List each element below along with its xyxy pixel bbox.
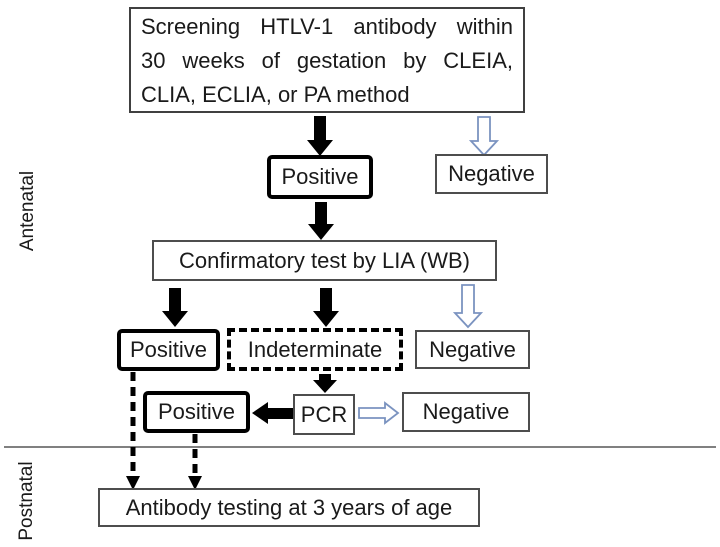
screening-text-line3: CLIA, ECLIA, or PA method bbox=[141, 82, 410, 107]
confirmatory-positive-box: Positive bbox=[117, 329, 220, 371]
antenatal-section-label: Antenatal bbox=[17, 170, 38, 252]
confirmatory-test-box: Confirmatory test by LIA (WB) bbox=[152, 240, 497, 281]
confirmatory-negative-box: Negative bbox=[415, 330, 530, 369]
arrow-indeterminate-to-pcr bbox=[313, 374, 337, 393]
arrow-positive-to-confirmatory bbox=[308, 202, 334, 240]
hollow-arrow-confirmatory-to-negative bbox=[452, 284, 484, 329]
arrow-screening-to-positive bbox=[307, 116, 333, 156]
pcr-negative-box: Negative bbox=[402, 392, 530, 432]
postnatal-section-label: Postnatal bbox=[16, 461, 37, 541]
pcr-box: PCR bbox=[293, 394, 355, 435]
arrow-confirmatory-to-positive bbox=[162, 288, 188, 327]
screening-box: Screening HTLV-1 antibody within 30 week… bbox=[129, 7, 525, 113]
arrow-pcr-to-positive bbox=[252, 402, 294, 424]
screening-negative-box: Negative bbox=[435, 154, 548, 194]
pcr-positive-box: Positive bbox=[143, 391, 250, 433]
screening-text-line2: 30 weeks of gestation by CLEIA, bbox=[141, 48, 513, 73]
arrow-confirmatory-to-indeterminate bbox=[313, 288, 339, 327]
screening-text-line1: Screening HTLV-1 antibody within bbox=[141, 14, 513, 39]
followup-testing-box: Antibody testing at 3 years of age bbox=[98, 488, 480, 527]
hollow-arrow-screening-to-negative bbox=[468, 116, 500, 157]
antenatal-postnatal-divider bbox=[4, 446, 716, 448]
indeterminate-box: Indeterminate bbox=[227, 328, 403, 371]
hollow-arrow-pcr-to-negative bbox=[358, 401, 400, 425]
screening-positive-box: Positive bbox=[267, 155, 373, 199]
